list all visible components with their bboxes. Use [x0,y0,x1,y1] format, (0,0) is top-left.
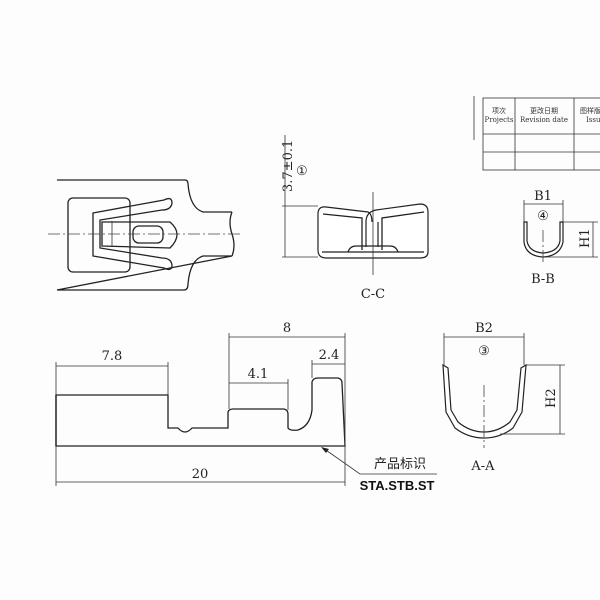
dim-text-overall: 20 [192,467,209,482]
dim-text-right-part: 8 [283,321,291,336]
leader-arrow [321,447,329,453]
header-revision-date-cn: 更改日期 [530,106,558,115]
side-view: 7.8 8 4.1 2.4 20 产品标识 STA.STB.ST [55,321,437,493]
dim-text-end-tab: 2.4 [319,348,340,363]
section-bb: B1 ④ H1 B-B [523,189,598,287]
bb-label: B-B [531,272,555,287]
header-projects-en: Projects [485,116,514,124]
revision-table: 项次 Projects 更改日期 Revision date 图样版 Issu [473,96,600,171]
marking-label: 产品标识 [374,457,426,472]
aa-height-label: H2 [544,388,559,408]
bb-height-label: H1 [578,228,593,248]
contact-body [101,221,178,249]
marking-text: STA.STB.ST [360,478,435,493]
marking-leader [322,447,437,475]
spring-contact [92,197,173,271]
cc-dimension-text: 3.7±0.1 [281,140,296,192]
header-issue-en: Issu [586,116,600,124]
aa-label: A-A [470,459,495,474]
dim-text-middle-slot: 4.1 [248,367,269,382]
header-projects-cn: 项次 [492,106,506,115]
cc-marker: ① [296,164,308,179]
aa-profile [442,363,527,439]
section-cc: 3.7±0.1 ① C-C [281,135,429,302]
plan-view [48,179,240,291]
bb-marker: ④ [537,209,549,224]
header-revision-date-en: Revision date [520,116,568,124]
bb-profile [523,221,564,258]
plan-outline [56,179,233,291]
section-aa: B2 ③ H2 A-A [442,321,565,474]
side-profile [55,377,346,447]
header-issue-cn: 图样版 [580,106,600,115]
inner-frame [67,197,131,273]
aa-marker: ③ [478,344,490,359]
aa-width-label: B2 [475,321,493,336]
cc-label: C-C [361,287,385,302]
dim-text-left-part: 7.8 [102,349,123,364]
contact-slot [132,225,164,244]
bb-width-label: B1 [534,189,552,204]
